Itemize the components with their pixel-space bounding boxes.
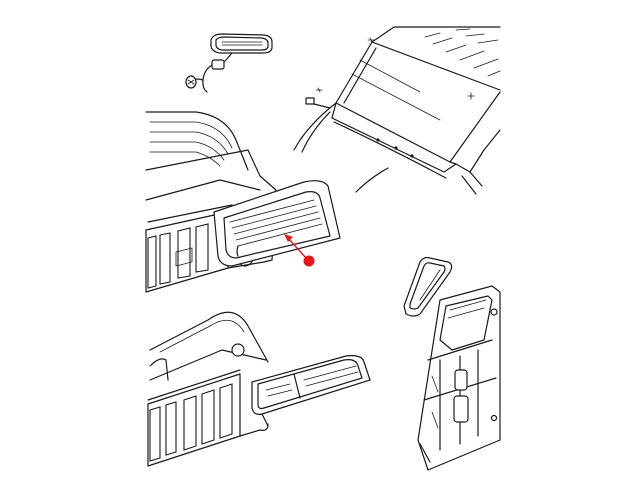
rear-window-alternate-view — [147, 311, 371, 467]
callout — [284, 234, 315, 267]
callout-leader-line — [287, 237, 307, 259]
quarter-window-door-view — [403, 256, 501, 471]
callout-marker[interactable] — [303, 255, 315, 267]
rearview-mirror-view — [185, 33, 273, 93]
rear-sliding-window-view — [145, 111, 341, 293]
callout-arrowhead — [284, 234, 293, 242]
windshield-view — [293, 26, 501, 195]
